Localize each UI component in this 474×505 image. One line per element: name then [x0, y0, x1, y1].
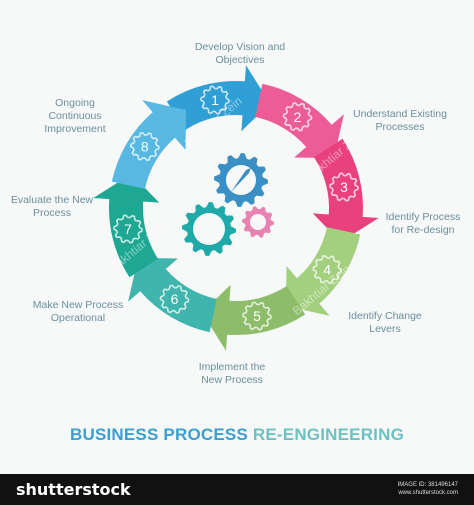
step-7-arrow	[93, 174, 160, 278]
step-4-gear-icon	[312, 254, 343, 285]
step-3-gear-icon	[329, 172, 359, 202]
title-part-2: RE-ENGINEERING	[252, 425, 404, 444]
step-2-number: 2	[294, 109, 302, 125]
process-cycle-diagram: 1 2 3 4 5 6 7 8	[93, 65, 379, 351]
step-1-arrow	[166, 65, 270, 132]
shutterstock-logo: shutterstock	[16, 480, 131, 499]
step-6-gear-icon	[159, 284, 190, 314]
stock-footer-bar: shutterstock IMAGE ID: 381496147 www.shu…	[0, 474, 474, 505]
step-3-arrow	[312, 138, 379, 242]
teal-gear-icon-hub	[193, 213, 225, 245]
step-8-number: 8	[141, 138, 149, 154]
step-4-arrow	[285, 227, 361, 316]
step-8-arrow	[111, 100, 187, 189]
step-2-gear-icon	[282, 102, 313, 132]
step-2-arrow	[255, 83, 344, 159]
compass-needle-icon	[231, 168, 251, 192]
step-5-number: 5	[253, 308, 261, 324]
site-url: www.shutterstock.com	[398, 490, 458, 496]
image-id: IMAGE ID: 381496147	[397, 482, 458, 488]
step-6-arrow	[128, 257, 217, 333]
step-1-gear-icon	[200, 85, 230, 115]
diagram-title: BUSINESS PROCESS RE-ENGINEERING	[0, 425, 474, 445]
image-id-info: IMAGE ID: 381496147 www.shutterstock.com	[398, 481, 458, 497]
step-7-gear-icon	[113, 214, 143, 244]
title-part-1: BUSINESS PROCESS	[70, 425, 248, 444]
step-4-number: 4	[323, 262, 331, 278]
step-5-gear-icon	[242, 301, 272, 331]
step-5-arrow	[202, 284, 306, 351]
step-3-number: 3	[340, 179, 348, 195]
step-1-number: 1	[211, 92, 219, 108]
step-6-number: 6	[171, 291, 179, 307]
step-7-number: 7	[124, 221, 132, 237]
step-8-gear-icon	[129, 131, 160, 162]
pink-gear-icon-hub	[250, 214, 266, 230]
